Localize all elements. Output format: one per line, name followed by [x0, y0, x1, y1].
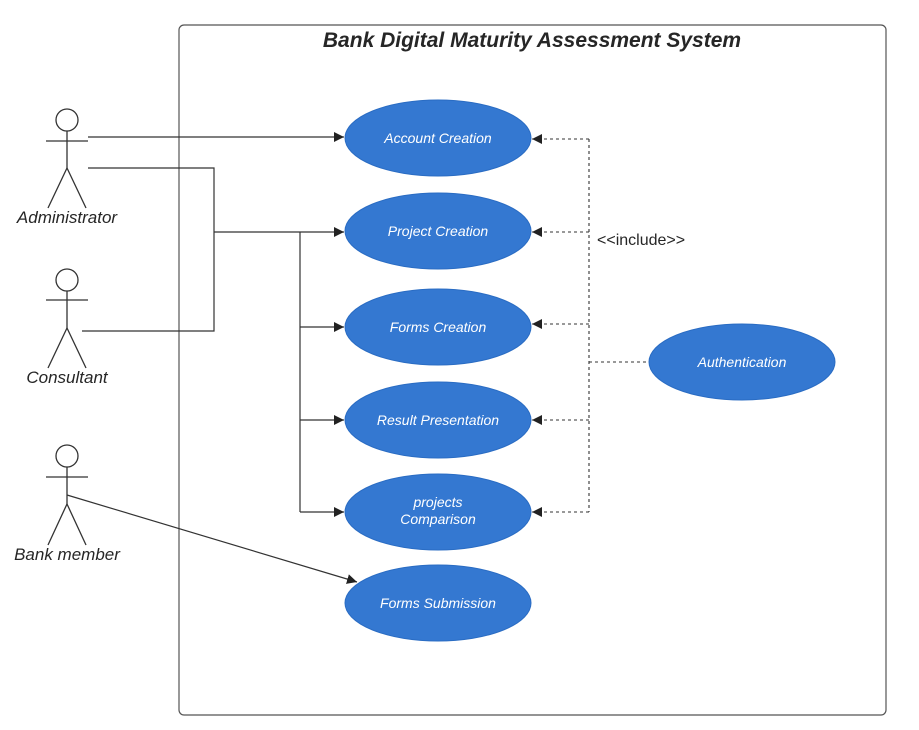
actor-label-bank-member: Bank member	[14, 545, 121, 564]
actor-label-administrator: Administrator	[16, 208, 118, 227]
use-case-account-creation[interactable]: Account Creation	[344, 99, 532, 177]
use-case-forms-creation[interactable]: Forms Creation	[344, 288, 532, 366]
use-case-result-presentation[interactable]: Result Presentation	[344, 381, 532, 459]
include-stereotype-label: <<include>>	[597, 232, 685, 249]
association-bank-member-forms-submission	[66, 494, 358, 584]
system-boundary	[178, 24, 887, 716]
use-case-label: Project Creation	[388, 223, 489, 239]
use-case-label-line1: projects	[412, 494, 462, 510]
use-case-label: Result Presentation	[377, 412, 499, 428]
association-consultant-merge	[82, 232, 215, 332]
actor-figure-icon	[46, 444, 88, 546]
associations	[66, 132, 358, 584]
actor-figure-icon	[46, 108, 88, 209]
use-case-label: Forms Creation	[390, 319, 487, 335]
actor-bank-member[interactable]: Bank member	[14, 444, 121, 564]
actor-consultant[interactable]: Consultant	[26, 268, 109, 387]
use-case-projects-comparison[interactable]: projects Comparison	[344, 473, 532, 551]
use-case-forms-submission[interactable]: Forms Submission	[344, 564, 532, 642]
use-case-label: Forms Submission	[380, 595, 496, 611]
use-case-authentication[interactable]: Authentication	[648, 323, 836, 401]
use-case-label: Authentication	[697, 354, 787, 370]
use-case-label: Account Creation	[383, 130, 492, 146]
actor-administrator[interactable]: Administrator	[16, 108, 118, 227]
use-case-project-creation[interactable]: Project Creation	[344, 192, 532, 270]
include-relations: <<include>>	[532, 134, 685, 517]
actor-label-consultant: Consultant	[26, 368, 109, 387]
actor-figure-icon	[46, 268, 88, 369]
association-admin-merge	[88, 167, 215, 232]
system-title: Bank Digital Maturity Assessment System	[323, 29, 741, 52]
use-case-label-line2: Comparison	[400, 511, 476, 527]
